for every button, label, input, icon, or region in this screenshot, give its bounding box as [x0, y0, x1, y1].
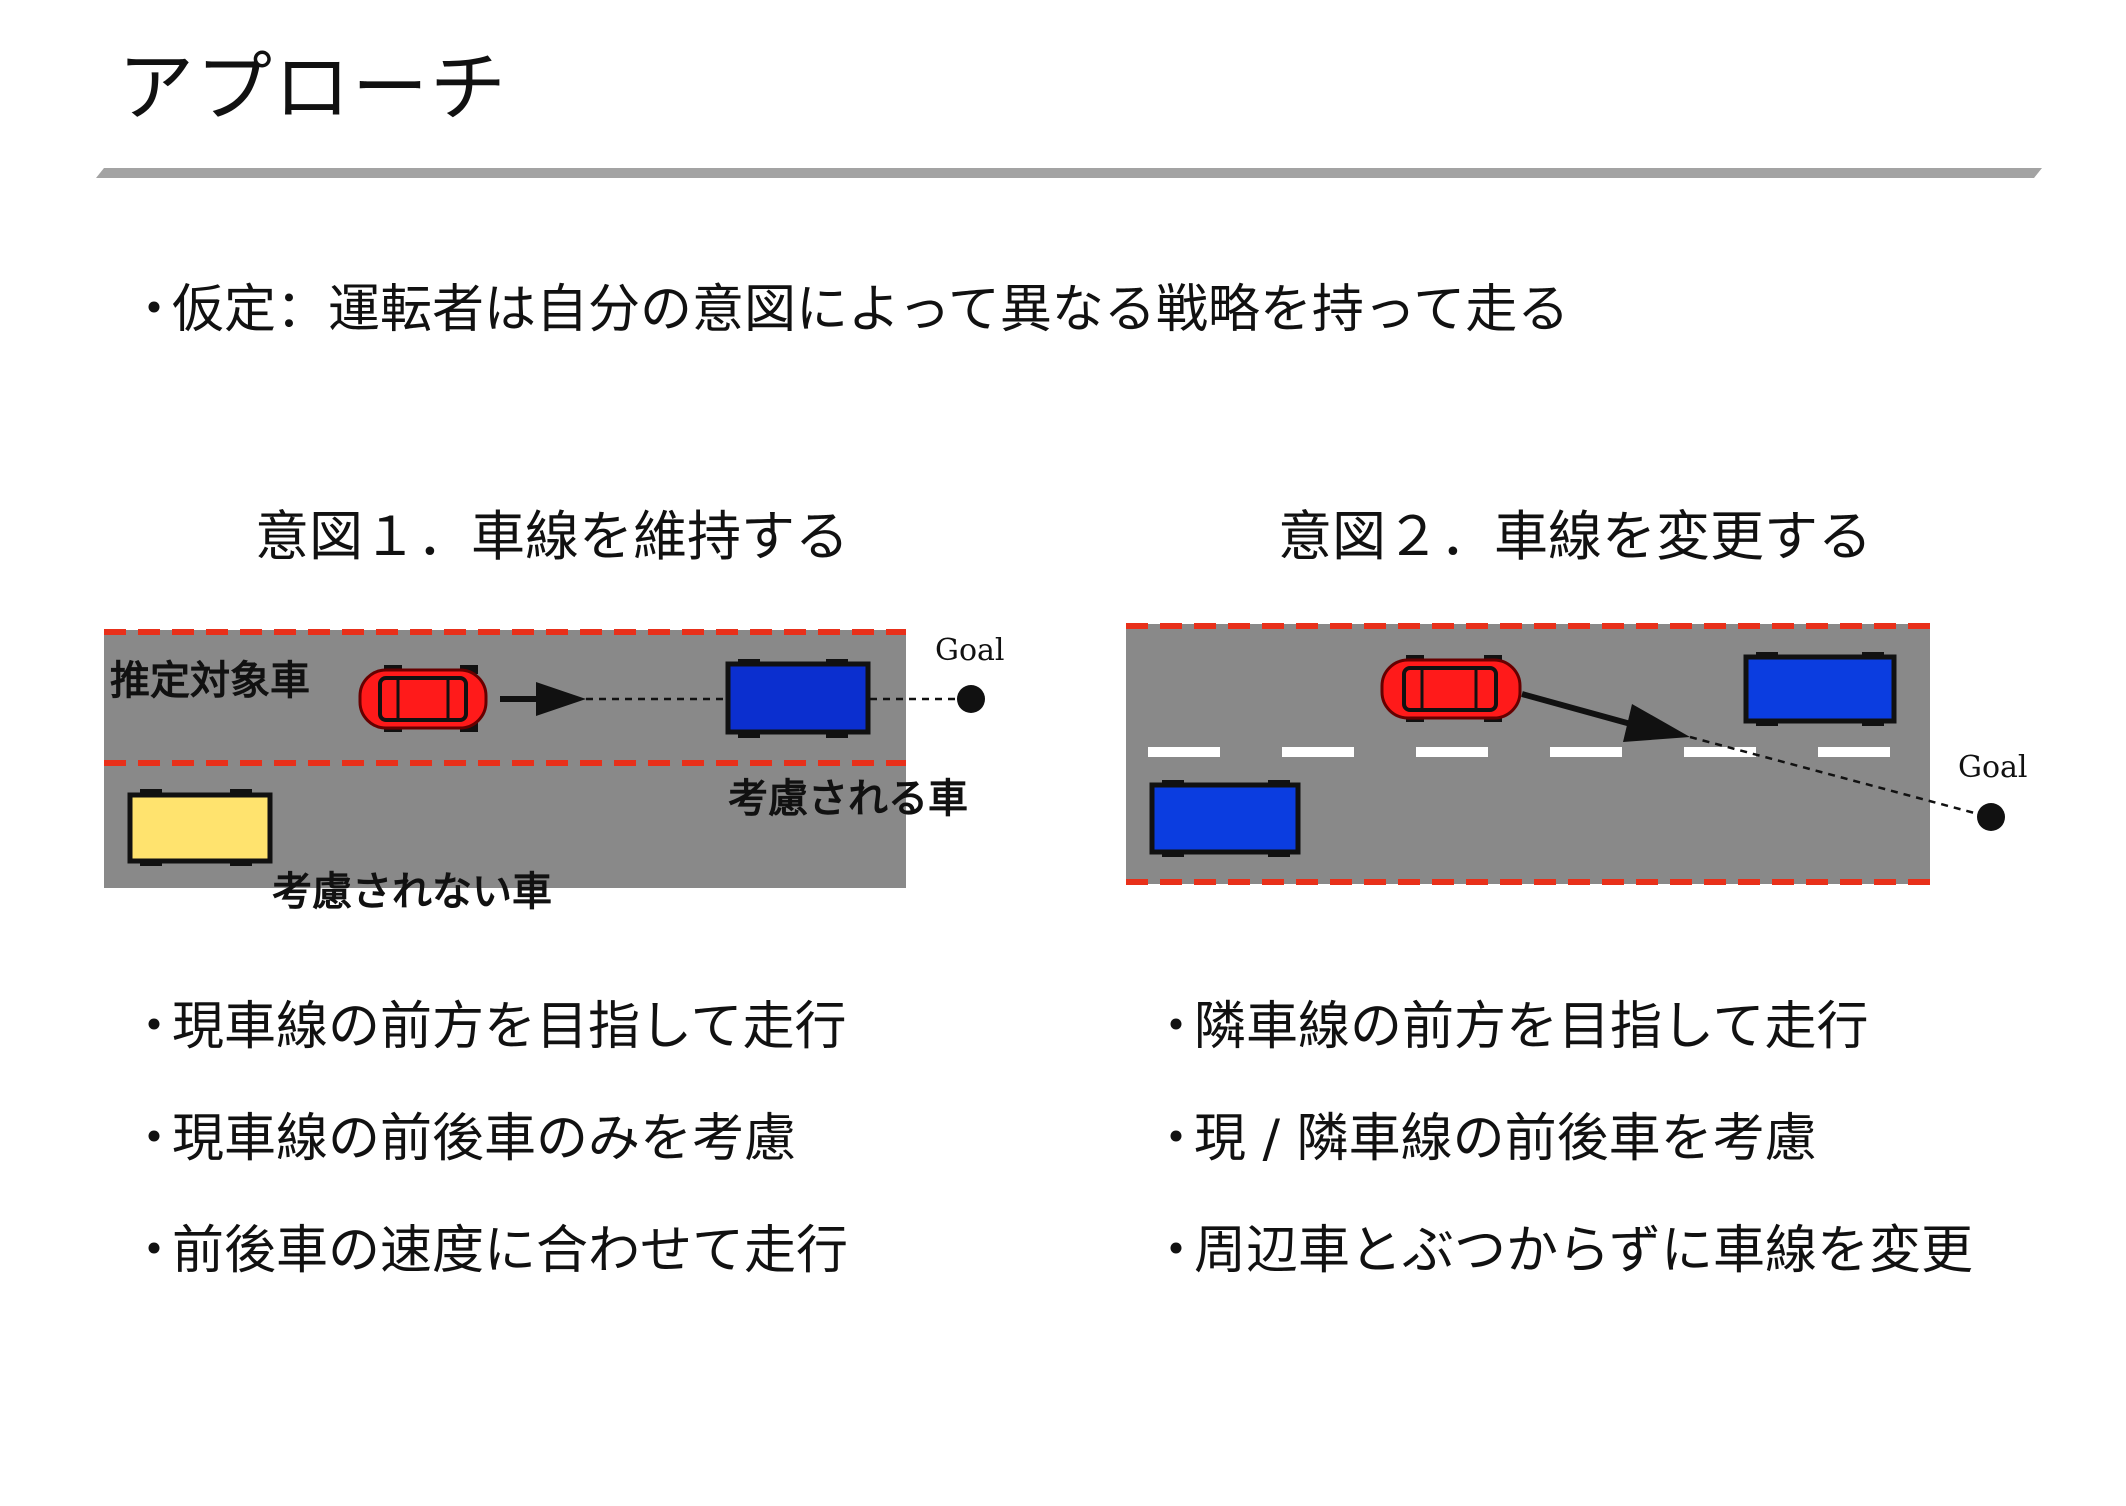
title-underline [96, 168, 2042, 178]
goal-point [1977, 803, 2005, 831]
motion-arrow-shaft [1521, 691, 1639, 729]
label-considered-car: 考慮される車 [728, 776, 968, 822]
bullet-marker: ・ [128, 1221, 181, 1281]
motion-arrow-head [1623, 704, 1690, 742]
bullet-marker: ・ [128, 1109, 181, 1169]
list-item: ・前後車の速度に合わせて走行 [128, 1216, 848, 1328]
intent2-road-diagram: Goal [1126, 623, 2028, 885]
slide-title: アプローチ [118, 43, 508, 132]
intent2-bullet-list: ・隣車線の前方を目指して走行 ・現 / 隣車線の前後車を考慮 ・周辺車とぶつから… [1150, 992, 1973, 1328]
ignored-car [127, 789, 273, 866]
bullet-text: 前後車の速度に合わせて走行 [172, 1221, 849, 1281]
intent1-road-diagram: Goal 推定対象車 考慮される車 考慮されない車 [104, 629, 1005, 915]
intent1-heading: 意図１．車線を維持する [255, 505, 849, 568]
label-target-car: 推定対象車 [110, 658, 310, 704]
current-lane-car-rear [1149, 780, 1301, 857]
adjacent-lane-car-front [1743, 652, 1897, 726]
label-ignored-car: 考慮されない車 [272, 869, 552, 915]
bullet-text: 隣車線の前方を目指して走行 [1194, 997, 1869, 1057]
intent1-bullet-list: ・現車線の前方を目指して走行 ・現車線の前後車のみを考慮 ・前後車の速度に合わせ… [128, 992, 848, 1328]
bullet-text: 現車線の前後車のみを考慮 [172, 1109, 797, 1169]
assumption-label: 仮定：運転者は自分の意図によって異なる戦略を持って走る [172, 280, 1570, 340]
bullet-marker: ・ [1150, 997, 1203, 1057]
goal-label: Goal [935, 633, 1005, 668]
bullet-text: 現車線の前方を目指して走行 [172, 997, 847, 1057]
target-car [1380, 655, 1522, 722]
bullet-marker: ・ [128, 997, 181, 1057]
bullet-text: 周辺車とぶつからずに車線を変更 [1194, 1221, 1973, 1281]
considered-car [725, 659, 871, 738]
goal-label: Goal [1958, 750, 2028, 785]
bullet-text: 現 / 隣車線の前後車を考慮 [1194, 1109, 1817, 1169]
list-item: ・周辺車とぶつからずに車線を変更 [1150, 1216, 1973, 1328]
target-car [358, 665, 488, 732]
intent2-heading: 意図２．車線を変更する [1278, 505, 1872, 568]
list-item: ・現車線の前後車のみを考慮 [128, 1104, 848, 1216]
list-item: ・現車線の前方を目指して走行 [128, 992, 848, 1104]
bullet-marker: ・ [1150, 1109, 1203, 1169]
bullet-marker: ・ [128, 280, 181, 340]
list-item: ・隣車線の前方を目指して走行 [1150, 992, 1973, 1104]
bullet-marker: ・ [1150, 1221, 1203, 1281]
motion-arrow-head [536, 682, 586, 716]
path-dotted-line [1689, 735, 1983, 817]
list-item: ・現 / 隣車線の前後車を考慮 [1150, 1104, 1973, 1216]
assumption-text: ・仮定：運転者は自分の意図によって異なる戦略を持って走る [128, 275, 1569, 345]
goal-point [957, 685, 985, 713]
